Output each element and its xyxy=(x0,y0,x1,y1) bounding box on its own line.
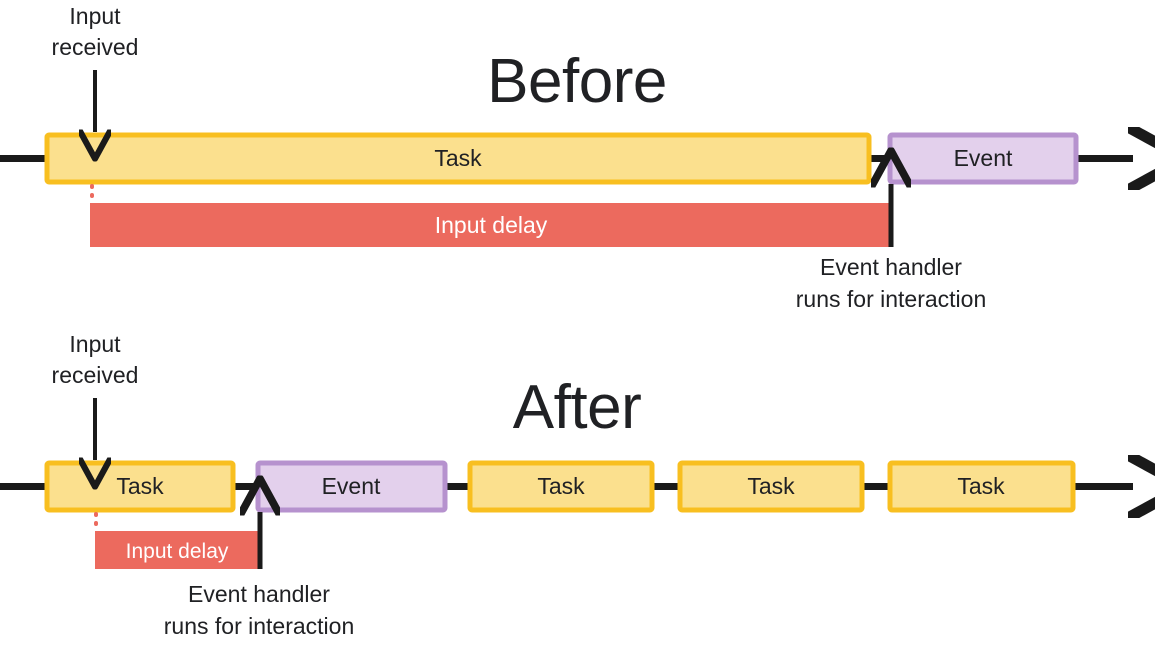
before-task-label: Task xyxy=(434,145,482,171)
after-handler-annotation-line2: runs for interaction xyxy=(164,613,354,639)
after-task-block-3 xyxy=(677,460,865,513)
after-task-label-4: Task xyxy=(957,473,1005,499)
after-task-label-3: Task xyxy=(747,473,795,499)
after-title: After xyxy=(513,373,641,442)
after-task-label-2: Task xyxy=(537,473,585,499)
after-task-label-1: Task xyxy=(116,473,164,499)
before-input-delay-bar xyxy=(90,203,892,247)
after-event-label: Event xyxy=(322,473,381,499)
after-input-annotation-line1: Input xyxy=(69,331,121,357)
before-input-delay-label: Input delay xyxy=(435,212,548,238)
after-task-block-4 xyxy=(887,460,1076,513)
before-task-block xyxy=(44,132,872,185)
before-event-label: Event xyxy=(954,145,1013,171)
after-input-annotation-line2: received xyxy=(52,362,139,388)
before-input-annotation-line2: received xyxy=(52,34,139,60)
before-handler-annotation-line2: runs for interaction xyxy=(796,286,986,312)
after-input-delay-label: Input delay xyxy=(126,540,229,563)
before-title: Before xyxy=(487,47,667,116)
after-task-block-2 xyxy=(467,460,655,513)
after-input-delay-bar xyxy=(95,531,260,569)
after-handler-annotation-line1: Event handler xyxy=(188,581,330,607)
before-input-annotation-line1: Input xyxy=(69,3,121,29)
before-handler-annotation-line1: Event handler xyxy=(820,254,962,280)
